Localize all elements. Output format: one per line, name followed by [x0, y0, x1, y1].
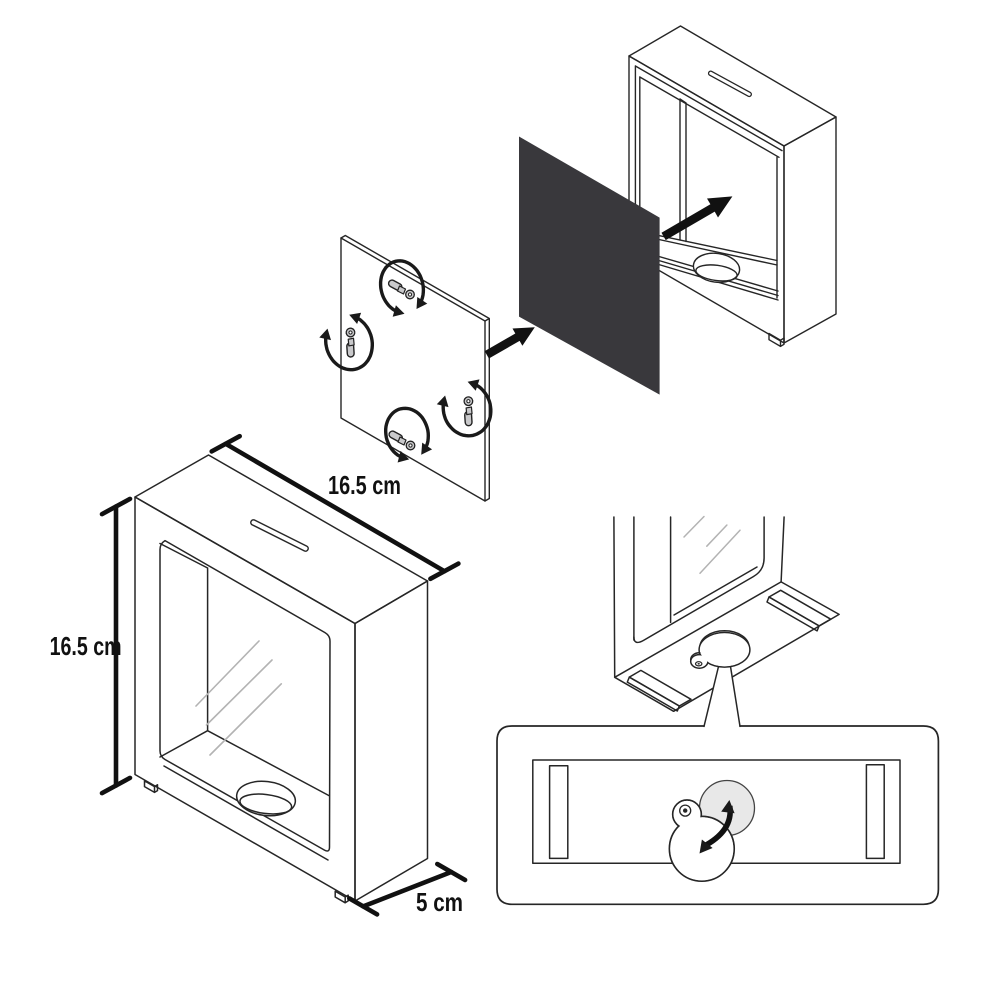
- svg-text:16.5 cm: 16.5 cm: [328, 470, 401, 500]
- svg-text:5 cm: 5 cm: [416, 887, 463, 917]
- svg-text:16.5 cm: 16.5 cm: [50, 631, 122, 661]
